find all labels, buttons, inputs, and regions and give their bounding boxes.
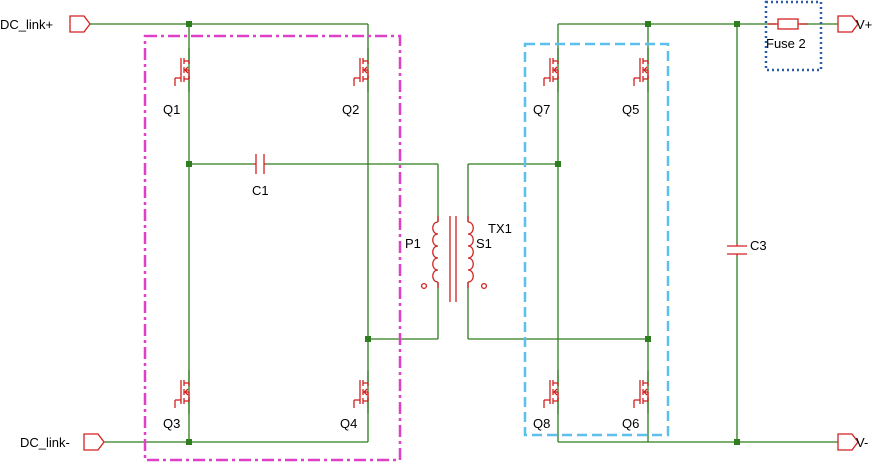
capacitor-c1[interactable]: C1 bbox=[252, 154, 269, 198]
transformer-primary-label: P1 bbox=[405, 236, 421, 251]
transformer-tx1-label: TX1 bbox=[488, 221, 512, 236]
transistor-q7-label: Q7 bbox=[533, 102, 550, 117]
fuse-box bbox=[764, 0, 823, 72]
transistor-q8-label: Q8 bbox=[533, 416, 550, 431]
transistor-q7[interactable]: Q7 bbox=[533, 47, 559, 117]
port-dc-link-minus-label: DC_link- bbox=[20, 435, 70, 450]
port-v-plus[interactable]: V+ bbox=[837, 15, 872, 33]
junction-nodes bbox=[186, 21, 740, 445]
transistor-q6[interactable]: Q6 bbox=[622, 369, 649, 431]
port-v-plus-label: V+ bbox=[856, 17, 872, 32]
transformer-tx1[interactable]: TX1 P1 S1 bbox=[405, 216, 512, 302]
capacitor-c3-label: C3 bbox=[750, 238, 767, 253]
capacitor-c3[interactable]: C3 bbox=[727, 238, 767, 256]
transistor-q3-label: Q3 bbox=[163, 416, 180, 431]
port-dc-link-plus-label: DC_link+ bbox=[0, 17, 53, 32]
port-dc-link-plus[interactable]: DC_link+ bbox=[0, 15, 91, 33]
transistor-q4[interactable]: Q4 bbox=[340, 369, 369, 431]
transistor-q5-label: Q5 bbox=[622, 102, 639, 117]
transistor-q5[interactable]: Q5 bbox=[622, 47, 649, 117]
transistor-q1[interactable]: Q1 bbox=[163, 47, 190, 117]
transistor-q1-label: Q1 bbox=[163, 102, 180, 117]
capacitor-c1-label: C1 bbox=[252, 183, 269, 198]
port-dc-link-minus[interactable]: DC_link- bbox=[20, 433, 105, 451]
transistor-q3[interactable]: Q3 bbox=[163, 369, 190, 431]
port-v-minus[interactable]: V- bbox=[837, 433, 868, 451]
port-v-minus-label: V- bbox=[856, 435, 868, 450]
transformer-secondary-label: S1 bbox=[476, 236, 492, 251]
transistor-q4-label: Q4 bbox=[340, 416, 357, 431]
transistor-q8[interactable]: Q8 bbox=[533, 369, 559, 431]
transistor-q2[interactable]: Q2 bbox=[342, 47, 369, 117]
fuse-2[interactable]: Fuse 2 bbox=[766, 18, 808, 51]
secondary-bridge-box bbox=[523, 42, 670, 437]
primary-bridge-box bbox=[143, 34, 402, 462]
transistor-q2-label: Q2 bbox=[342, 102, 359, 117]
transistor-q6-label: Q6 bbox=[622, 416, 639, 431]
fuse-2-label: Fuse 2 bbox=[766, 36, 806, 51]
wiring bbox=[86, 23, 838, 443]
